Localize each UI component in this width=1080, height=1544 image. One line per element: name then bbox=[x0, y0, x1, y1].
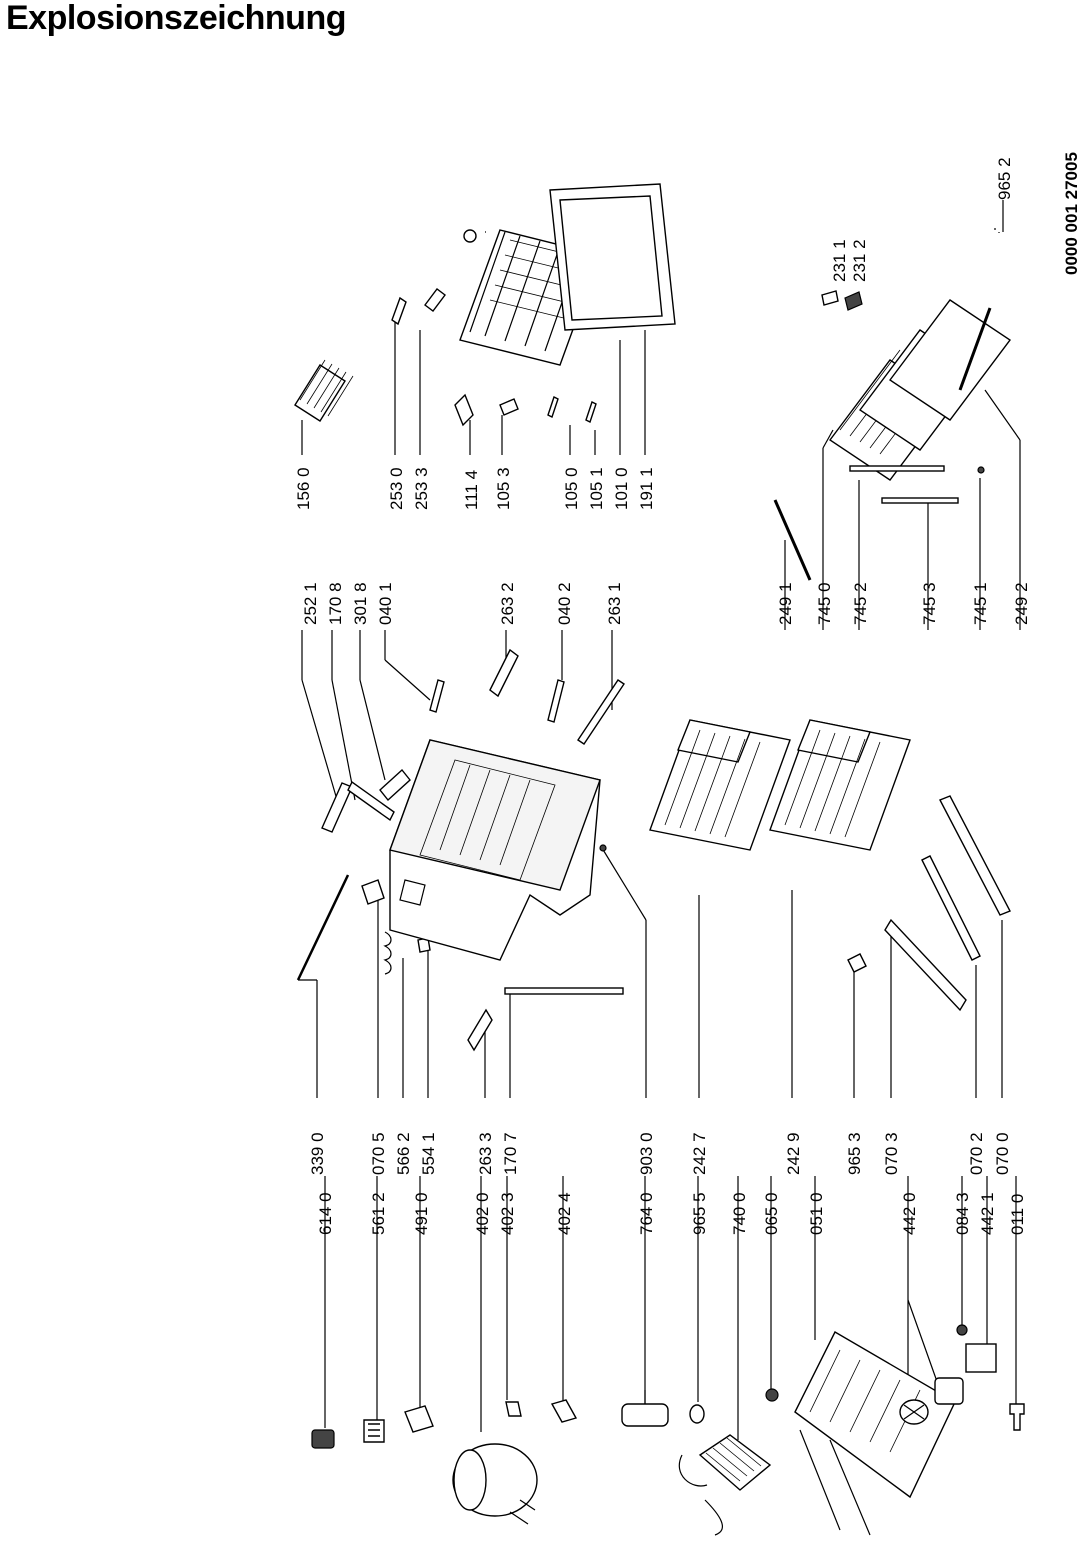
part-label: 339 0 bbox=[308, 1132, 327, 1175]
part-label: 105 1 bbox=[587, 467, 606, 510]
part-label: 263 3 bbox=[476, 1132, 495, 1175]
part-label: 491 0 bbox=[412, 1192, 431, 1235]
label-group-mid-left: 339 0 070 5 566 2 554 1 263 3 170 7 903 … bbox=[308, 1132, 1012, 1175]
part-label: 249 2 bbox=[1012, 582, 1031, 625]
part-label: 242 9 bbox=[784, 1132, 803, 1175]
part-label: 070 5 bbox=[369, 1132, 388, 1175]
part-label: 965 3 bbox=[845, 1132, 864, 1175]
part-label: 263 1 bbox=[605, 582, 624, 625]
part-label: 070 0 bbox=[993, 1132, 1012, 1175]
part-label: 253 3 bbox=[412, 467, 431, 510]
part-label: 965 2 bbox=[995, 157, 1014, 200]
lid-group bbox=[294, 183, 863, 427]
part-label: 764 0 bbox=[637, 1192, 656, 1235]
part-label: 191 1 bbox=[637, 467, 656, 510]
part-label: 156 0 bbox=[294, 467, 313, 510]
part-label: 903 0 bbox=[637, 1132, 656, 1175]
leader-lines-left bbox=[324, 1176, 1017, 1440]
page-title: Explosionszeichnung bbox=[6, 0, 346, 37]
part-label: 554 1 bbox=[419, 1132, 438, 1175]
part-label: 740 0 bbox=[730, 1192, 749, 1235]
part-label: 566 2 bbox=[394, 1132, 413, 1175]
part-label: 745 2 bbox=[851, 582, 870, 625]
part-label: 442 0 bbox=[900, 1192, 919, 1235]
part-label: 242 7 bbox=[690, 1132, 709, 1175]
part-label: 745 0 bbox=[815, 582, 834, 625]
label-group-mid-right: 252 1 170 8 301 8 040 1 263 2 040 2 263 … bbox=[301, 582, 1031, 625]
label-group-left: 614 0 561 2 491 0 402 0 402 3 402 4 764 … bbox=[316, 1192, 1027, 1235]
leader-lines-mid-right bbox=[301, 389, 1021, 811]
part-label: 301 8 bbox=[351, 582, 370, 625]
part-label: 402 4 bbox=[555, 1192, 574, 1235]
part-label: 105 0 bbox=[562, 467, 581, 510]
part-label: 111 4 bbox=[462, 470, 481, 510]
part-label: 231 2 bbox=[850, 239, 869, 282]
document-code: 0000 001 27005 bbox=[1062, 152, 1080, 275]
part-label: 070 3 bbox=[882, 1132, 901, 1175]
part-label: 040 1 bbox=[376, 582, 395, 625]
label-group-right: 156 0 253 0 253 3 111 4 105 3 105 0 105 … bbox=[294, 157, 1014, 510]
part-label: 105 3 bbox=[494, 467, 513, 510]
part-label: 561 2 bbox=[369, 1192, 388, 1235]
part-label: 231 1 bbox=[830, 239, 849, 282]
leader-lines-mid-left bbox=[298, 847, 1003, 1098]
part-label: 745 3 bbox=[920, 582, 939, 625]
part-label: 965 5 bbox=[690, 1192, 709, 1235]
part-label: 070 2 bbox=[967, 1132, 986, 1175]
part-label: 011 0 bbox=[1008, 1194, 1027, 1235]
part-label: 170 8 bbox=[326, 582, 345, 625]
part-label: 253 0 bbox=[387, 467, 406, 510]
part-label: 263 2 bbox=[498, 582, 517, 625]
leader-lines-right bbox=[301, 228, 996, 455]
part-label: 252 1 bbox=[301, 582, 320, 625]
hinge-group bbox=[321, 299, 1012, 833]
compressor-group bbox=[311, 1324, 1025, 1536]
part-label: 170 7 bbox=[501, 1132, 520, 1175]
cabinet-group bbox=[296, 719, 1011, 1052]
part-label: 051 0 bbox=[807, 1192, 826, 1235]
part-label: 101 0 bbox=[612, 467, 631, 510]
part-label: 402 0 bbox=[473, 1192, 492, 1235]
part-label: 040 2 bbox=[555, 582, 574, 625]
